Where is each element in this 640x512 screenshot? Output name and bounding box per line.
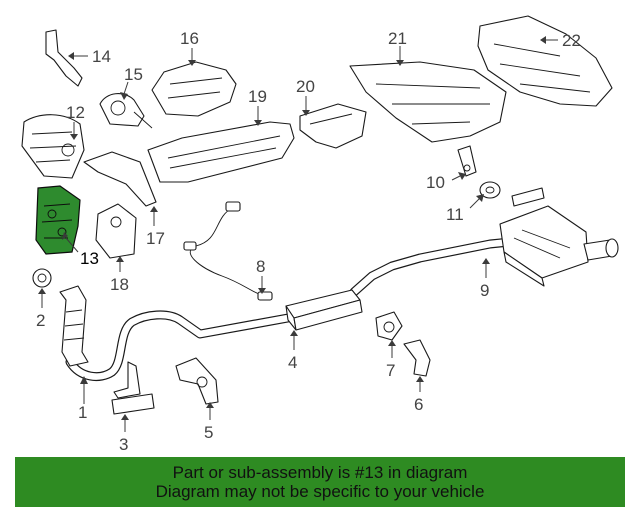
part-18-bracket bbox=[95, 203, 137, 259]
exhaust-system-diagram: 1 2 3 4 5 6 7 8 9 10 11 12 13 14 15 16 1… bbox=[21, 15, 619, 454]
part-13-heat-shield-highlighted bbox=[35, 185, 81, 255]
part-5-hanger-bracket bbox=[175, 357, 219, 405]
part-info-banner: Part or sub-assembly is #13 in diagram D… bbox=[15, 457, 625, 507]
part-2-gasket bbox=[32, 268, 52, 288]
callout-leaders bbox=[38, 36, 558, 432]
callout-3: 3 bbox=[119, 435, 128, 454]
exhaust-pipe-run bbox=[65, 237, 515, 382]
callout-1: 1 bbox=[78, 403, 87, 422]
part-19-heat-shield bbox=[147, 121, 295, 183]
part-6-hanger bbox=[403, 339, 431, 377]
callout-17: 17 bbox=[146, 229, 165, 248]
callout-numbers: 1 2 3 4 5 6 7 8 9 10 11 12 13 14 15 16 1… bbox=[36, 29, 581, 454]
part-16-heat-shield bbox=[151, 61, 237, 117]
part-17-heat-shield bbox=[83, 151, 157, 207]
callout-22: 22 bbox=[562, 31, 581, 50]
part-9-muffler bbox=[499, 187, 619, 287]
banner-line-2: Diagram may not be specific to your vehi… bbox=[155, 482, 485, 501]
part-10-sensor bbox=[457, 145, 477, 177]
callout-14: 14 bbox=[92, 47, 111, 66]
callout-2: 2 bbox=[36, 311, 45, 330]
part-15-shield bbox=[99, 93, 153, 129]
part-12-heat-shield bbox=[21, 114, 85, 179]
callout-7: 7 bbox=[386, 361, 395, 380]
callout-19: 19 bbox=[248, 87, 267, 106]
part-20-heat-shield bbox=[299, 103, 367, 149]
callout-8: 8 bbox=[256, 257, 265, 276]
callout-11: 11 bbox=[446, 205, 464, 224]
callout-21: 21 bbox=[388, 29, 407, 48]
part-7-isolator bbox=[375, 311, 403, 341]
callout-6: 6 bbox=[414, 395, 423, 414]
part-22-heat-shield bbox=[477, 15, 613, 107]
callout-5: 5 bbox=[204, 423, 213, 442]
callout-18: 18 bbox=[110, 275, 129, 294]
part-4-resonator bbox=[285, 289, 363, 331]
callout-10: 10 bbox=[426, 173, 445, 192]
part-14-bracket bbox=[45, 29, 83, 87]
callout-13: 13 bbox=[80, 249, 99, 268]
callout-16: 16 bbox=[180, 29, 199, 48]
callout-20: 20 bbox=[296, 77, 315, 96]
banner-line-1: Part or sub-assembly is #13 in diagram bbox=[172, 463, 468, 482]
part-3-bracket bbox=[111, 361, 155, 415]
callout-15: 15 bbox=[124, 65, 143, 84]
callout-4: 4 bbox=[288, 353, 297, 372]
callout-12: 12 bbox=[66, 103, 85, 122]
part-11-gasket bbox=[479, 181, 501, 199]
part-8-oxygen-sensor bbox=[183, 201, 273, 301]
part-21-heat-shield bbox=[349, 61, 507, 143]
part-1-catalytic-converter bbox=[59, 285, 89, 367]
callout-9: 9 bbox=[480, 281, 489, 300]
